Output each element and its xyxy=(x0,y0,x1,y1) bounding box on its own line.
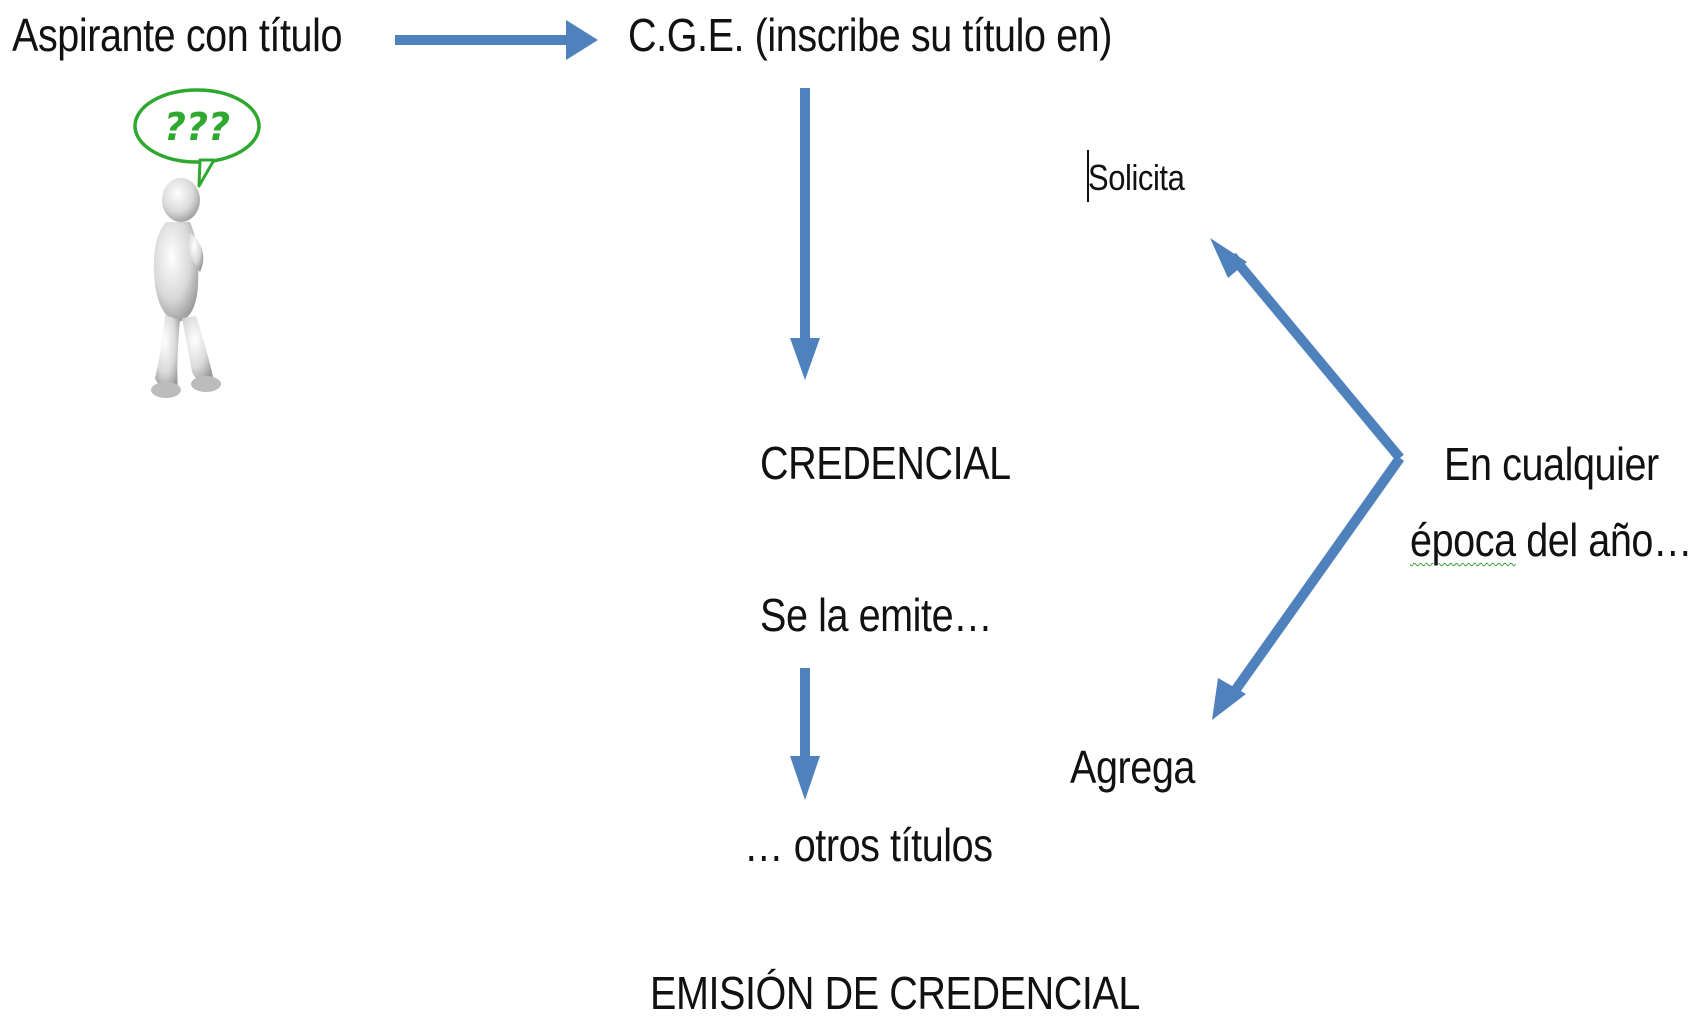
arrow-epoca-to-agrega-head xyxy=(1212,678,1246,720)
node-se-la-emite: Se la emite… xyxy=(760,589,993,641)
text-cursor xyxy=(1087,150,1089,202)
arrow-epoca-to-agrega-line xyxy=(1227,455,1405,698)
node-aspirante: Aspirante con título xyxy=(12,9,343,61)
thinking-person-icon: ??? xyxy=(133,88,261,398)
node-solicita: Solicita xyxy=(1088,157,1185,198)
spellcheck-word: época xyxy=(1410,514,1516,566)
node-otros-titulos: … otros títulos xyxy=(744,819,993,871)
footer-title: EMISIÓN DE CREDENCIAL xyxy=(650,967,1140,1019)
node-epoca-line2: época del año… xyxy=(1410,514,1693,566)
node-epoca-line2-rest: del año… xyxy=(1515,514,1693,566)
arrow-epoca-to-solicita-head xyxy=(1210,238,1247,278)
node-credencial: CREDENCIAL xyxy=(760,437,1011,489)
arrow-cge-to-credencial xyxy=(790,88,820,380)
bubble-text: ??? xyxy=(164,105,230,149)
arrow-emite-to-otros xyxy=(790,668,820,800)
arrow-aspirante-to-cge xyxy=(395,20,598,60)
node-cge: C.G.E. (inscribe su título en) xyxy=(628,9,1112,61)
node-agrega: Agrega xyxy=(1070,741,1195,793)
arrow-epoca-to-solicita-line xyxy=(1228,252,1404,462)
node-epoca-line1: En cualquier xyxy=(1444,438,1659,490)
